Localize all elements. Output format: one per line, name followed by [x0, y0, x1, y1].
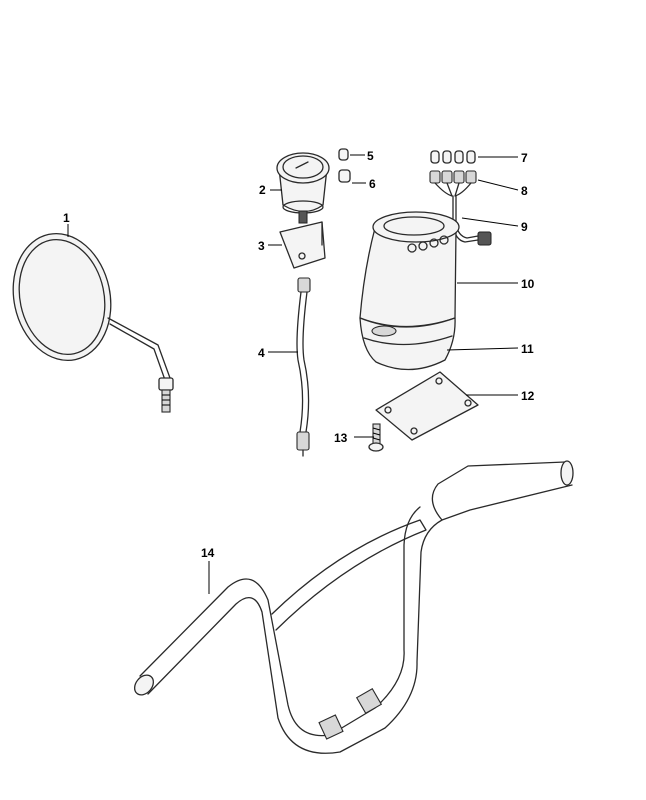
headlight-housing-lower-part — [359, 317, 456, 371]
leader-lines — [67, 154, 519, 594]
bulb-part — [338, 148, 351, 183]
callout-labels: 1 2 3 4 5 6 7 8 9 10 11 12 13 14 — [63, 149, 535, 560]
callout-14: 14 — [201, 546, 215, 560]
callout-2: 2 — [259, 183, 266, 197]
callout-6: 6 — [369, 177, 376, 191]
leader-8 — [477, 179, 519, 191]
indicator-bulbs-part — [429, 150, 492, 246]
leader-9 — [461, 217, 519, 227]
screw-part — [368, 423, 384, 452]
callout-13: 13 — [334, 431, 348, 445]
callout-10: 10 — [521, 277, 535, 291]
handlebar-part — [133, 460, 574, 754]
callout-12: 12 — [521, 389, 535, 403]
callout-11: 11 — [521, 342, 534, 356]
speedometer-part — [276, 152, 330, 224]
callout-5: 5 — [367, 149, 374, 163]
callout-7: 7 — [521, 151, 528, 165]
leader-11 — [446, 347, 519, 351]
mirror-part — [12, 232, 174, 413]
speedometer-bracket-part — [279, 221, 326, 269]
headlight-housing-upper-part — [359, 211, 460, 328]
callout-1: 1 — [63, 211, 70, 225]
callout-3: 3 — [258, 239, 265, 253]
mounting-plate-part — [375, 371, 479, 441]
callout-8: 8 — [521, 184, 528, 198]
callout-4: 4 — [258, 346, 265, 360]
callout-9: 9 — [521, 220, 528, 234]
speedometer-cable-part — [296, 277, 311, 457]
